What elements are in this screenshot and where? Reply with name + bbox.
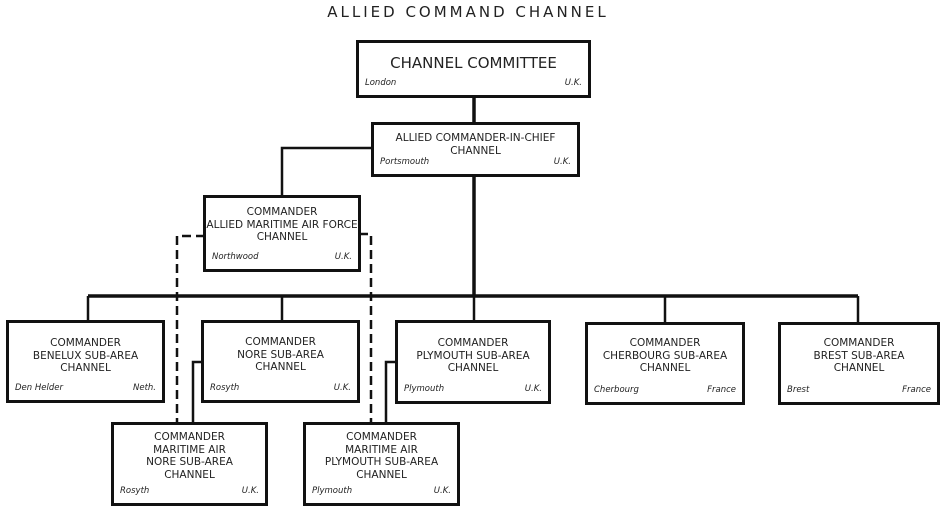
node-location: Cherbourg [594,385,639,395]
node-location: London [365,78,397,88]
node-country: U.K. [564,78,582,88]
node-maritime-air-nore: COMMANDER MARITIME AIR NORE SUB-AREA CHA… [111,422,268,506]
connector-dashed-maritime-air-plymouth [359,232,373,424]
node-location: Brest [787,385,810,395]
node-name: ALLIED COMMANDER-IN-CHIEF CHANNEL [395,132,556,157]
node-name: COMMANDER MARITIME AIR NORE SUB-AREA CHA… [146,431,233,481]
connector-nore-air-nore [191,360,203,424]
node-name: CHANNEL COMMITTEE [390,54,557,72]
node-nore-sub-area: COMMANDER NORE SUB-AREA CHANNEL Rosyth U… [201,320,360,403]
node-name: COMMANDER BENELUX SUB-AREA CHANNEL [32,337,139,374]
node-name: COMMANDER CHERBOURG SUB-AREA CHANNEL [602,337,728,374]
node-location: Plymouth [312,486,353,496]
node-country: U.K. [241,486,259,496]
node-country: U.K. [524,384,542,394]
node-country: U.K. [553,157,571,167]
node-plymouth-sub-area: COMMANDER PLYMOUTH SUB-AREA CHANNEL Plym… [395,320,551,404]
connector-plymouth-air-plymouth [384,360,396,424]
node-location: Northwood [212,252,259,262]
node-location: Den Helder [15,383,63,393]
node-name: COMMANDER ALLIED MARITIME AIR FORCE CHAN… [206,206,358,243]
node-name: COMMANDER NORE SUB-AREA CHANNEL [237,336,324,373]
node-cherbourg-sub-area: COMMANDER CHERBOURG SUB-AREA CHANNEL Che… [585,322,745,405]
node-location: Rosyth [120,486,150,496]
chart-title: ALLIED COMMAND CHANNEL [327,3,609,21]
connector-cinc-maritime-air [280,146,373,197]
node-name: COMMANDER BREST SUB-AREA CHANNEL [813,337,905,374]
node-location: Rosyth [210,383,240,393]
node-country: France [902,385,931,395]
node-brest-sub-area: COMMANDER BREST SUB-AREA CHANNEL Brest F… [778,322,940,405]
node-location: Plymouth [404,384,445,394]
connector-dashed-maritime-air-nore [175,234,205,424]
node-name: COMMANDER PLYMOUTH SUB-AREA CHANNEL [416,337,530,374]
node-allied-commander-in-chief: ALLIED COMMANDER-IN-CHIEF CHANNEL Portsm… [371,122,580,177]
node-maritime-air-force: COMMANDER ALLIED MARITIME AIR FORCE CHAN… [203,195,361,272]
node-name: COMMANDER MARITIME AIR PLYMOUTH SUB-AREA… [324,431,439,481]
node-country: France [707,385,736,395]
node-country: U.K. [334,252,352,262]
node-location: Portsmouth [380,157,430,167]
node-benelux-sub-area: COMMANDER BENELUX SUB-AREA CHANNEL Den H… [6,320,165,403]
node-country: U.K. [433,486,451,496]
node-channel-committee: CHANNEL COMMITTEE London U.K. [356,40,591,98]
node-country: U.K. [333,383,351,393]
node-country: Neth. [132,383,156,393]
node-maritime-air-plymouth: COMMANDER MARITIME AIR PLYMOUTH SUB-AREA… [303,422,460,506]
